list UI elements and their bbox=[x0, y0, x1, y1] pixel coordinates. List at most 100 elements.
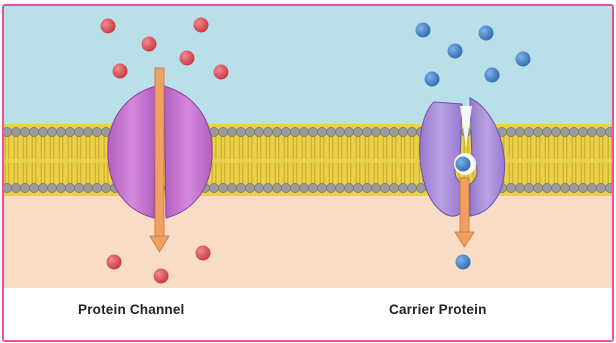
phospholipid-head bbox=[605, 127, 612, 136]
phospholipid-head bbox=[299, 183, 308, 192]
phospholipid-head bbox=[344, 183, 353, 192]
phospholipid-head bbox=[506, 183, 515, 192]
red-molecule bbox=[194, 18, 209, 33]
phospholipid-head bbox=[11, 183, 20, 192]
phospholipid-head bbox=[416, 183, 425, 192]
phospholipid-head bbox=[551, 127, 560, 136]
phospholipid-head bbox=[65, 183, 74, 192]
phospholipid-head bbox=[272, 127, 281, 136]
phospholipid-head bbox=[578, 183, 587, 192]
phospholipid-head bbox=[218, 127, 227, 136]
phospholipid-head bbox=[47, 183, 56, 192]
phospholipid-head bbox=[335, 183, 344, 192]
phospholipid-head bbox=[227, 127, 236, 136]
phospholipid-head bbox=[236, 127, 245, 136]
phospholipid-head bbox=[92, 183, 101, 192]
phospholipid-head bbox=[317, 183, 326, 192]
phospholipid-head bbox=[560, 183, 569, 192]
phospholipid-head bbox=[569, 127, 578, 136]
phospholipid-head bbox=[380, 183, 389, 192]
phospholipid-head bbox=[596, 183, 605, 192]
protein-channel-label: Protein Channel bbox=[78, 302, 185, 317]
phospholipid-head bbox=[47, 127, 56, 136]
phospholipid-head bbox=[353, 127, 362, 136]
phospholipid-head bbox=[524, 183, 533, 192]
phospholipid-head bbox=[398, 183, 407, 192]
phospholipid-head bbox=[335, 127, 344, 136]
blue-molecule bbox=[448, 44, 463, 59]
phospholipid-head bbox=[281, 183, 290, 192]
phospholipid-head bbox=[515, 127, 524, 136]
phospholipid-head bbox=[542, 183, 551, 192]
phospholipid-head bbox=[344, 127, 353, 136]
phospholipid-head bbox=[4, 183, 12, 192]
phospholipid-head bbox=[92, 127, 101, 136]
phospholipid-head bbox=[587, 183, 596, 192]
phospholipid-head bbox=[83, 183, 92, 192]
phospholipid-head bbox=[101, 183, 110, 192]
phospholipid-head bbox=[398, 127, 407, 136]
phospholipid-head bbox=[407, 127, 416, 136]
phospholipid-head bbox=[38, 183, 47, 192]
phospholipid-head bbox=[74, 127, 83, 136]
blue-molecule bbox=[456, 255, 471, 270]
phospholipid-head bbox=[272, 183, 281, 192]
phospholipid-head bbox=[362, 127, 371, 136]
phospholipid-head bbox=[236, 183, 245, 192]
carrier-protein-label: Carrier Protein bbox=[389, 302, 487, 317]
phospholipid-head bbox=[245, 127, 254, 136]
phospholipid-head bbox=[587, 127, 596, 136]
phospholipid-head bbox=[209, 183, 218, 192]
phospholipid-head bbox=[533, 183, 542, 192]
phospholipid-head bbox=[569, 183, 578, 192]
phospholipid-head bbox=[263, 127, 272, 136]
diagram-frame: Protein Channel Carrier Protein bbox=[2, 4, 614, 342]
phospholipid-head bbox=[56, 183, 65, 192]
phospholipid-head bbox=[542, 127, 551, 136]
phospholipid-head bbox=[299, 127, 308, 136]
blue-molecule bbox=[479, 26, 494, 41]
phospholipid-head bbox=[56, 127, 65, 136]
phospholipid-head bbox=[326, 183, 335, 192]
phospholipid-head bbox=[362, 183, 371, 192]
intracellular-space bbox=[4, 196, 612, 290]
phospholipid-head bbox=[389, 127, 398, 136]
phospholipid-head bbox=[281, 127, 290, 136]
phospholipid-head bbox=[20, 183, 29, 192]
phospholipid-head bbox=[389, 183, 398, 192]
phospholipid-head bbox=[506, 127, 515, 136]
red-molecule bbox=[196, 246, 211, 261]
red-molecule bbox=[180, 51, 195, 66]
phospholipid-head bbox=[11, 127, 20, 136]
phospholipid-head bbox=[551, 183, 560, 192]
phospholipid-head bbox=[254, 183, 263, 192]
phospholipid-head bbox=[560, 127, 569, 136]
blue-molecule bbox=[425, 72, 440, 87]
phospholipid-head bbox=[578, 127, 587, 136]
phospholipid-head bbox=[83, 127, 92, 136]
phospholipid-head bbox=[29, 127, 38, 136]
phospholipid-head bbox=[218, 183, 227, 192]
blue-molecule bbox=[456, 157, 471, 172]
phospholipid-head bbox=[254, 127, 263, 136]
phospholipid-head bbox=[308, 183, 317, 192]
blue-molecule bbox=[485, 68, 500, 83]
phospholipid-head bbox=[74, 183, 83, 192]
red-molecule bbox=[214, 65, 229, 80]
phospholipid-head bbox=[326, 127, 335, 136]
phospholipid-head bbox=[371, 183, 380, 192]
phospholipid-head bbox=[65, 127, 74, 136]
phospholipid-head bbox=[524, 127, 533, 136]
red-molecule bbox=[107, 255, 122, 270]
phospholipid-head bbox=[245, 183, 254, 192]
red-molecule bbox=[142, 37, 157, 52]
phospholipid-head bbox=[290, 127, 299, 136]
phospholipid-head bbox=[596, 127, 605, 136]
red-molecule bbox=[154, 269, 169, 284]
red-molecule bbox=[101, 19, 116, 34]
phospholipid-bilayer bbox=[4, 124, 612, 196]
phospholipid-head bbox=[20, 127, 29, 136]
phospholipid-head bbox=[29, 183, 38, 192]
phospholipid-head bbox=[353, 183, 362, 192]
phospholipid-head bbox=[605, 183, 612, 192]
